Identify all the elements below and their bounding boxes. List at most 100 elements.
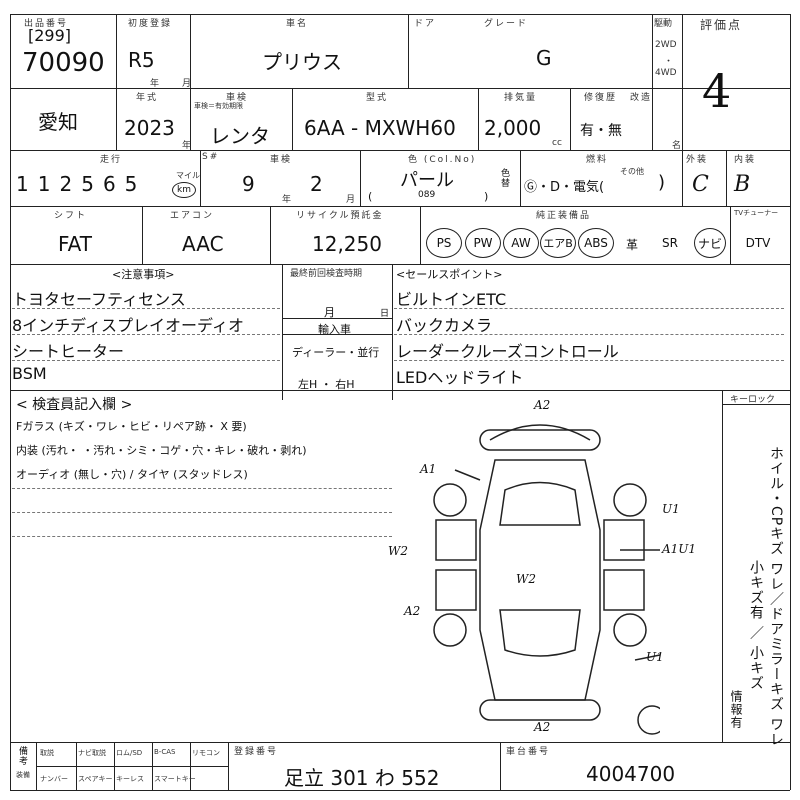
- score-label: 評価点: [700, 18, 743, 32]
- equip-col-label: 取説: [40, 749, 54, 757]
- grid-line: [270, 206, 271, 264]
- lot-label: 出品番号: [24, 19, 69, 29]
- drive-label: 駆動: [654, 19, 673, 29]
- grid-line: [142, 206, 143, 264]
- dashed-line: [12, 334, 280, 335]
- reg-year-unit: 年: [150, 79, 162, 89]
- meter-label: S#: [202, 152, 220, 162]
- chassis-label: 車台番号: [506, 747, 551, 757]
- renovation-label: 改造: [630, 93, 653, 103]
- car-name: プリウス: [262, 50, 342, 74]
- interior-label: 内装: [734, 155, 757, 165]
- exterior-label: 外装: [686, 155, 709, 165]
- fuel-close: ): [658, 172, 666, 193]
- windshield: [499, 481, 581, 526]
- diagram-mark: A1: [420, 462, 437, 476]
- equip-airbag: エアB: [540, 228, 576, 258]
- door-label: ドア: [414, 19, 437, 29]
- dashed-line: [394, 334, 784, 335]
- car-body: [479, 459, 601, 701]
- note-item: BSM: [12, 364, 47, 383]
- mileage-digit: 5: [81, 172, 94, 196]
- recall-month: 2: [310, 172, 323, 196]
- mileage-unit-circle: km: [172, 182, 196, 198]
- recycle-label: リサイクル預託金: [296, 211, 384, 221]
- exterior-value: C: [692, 172, 709, 197]
- mileage-label: 走行: [100, 155, 123, 165]
- grid-line: [282, 264, 283, 400]
- dashed-line: [12, 488, 392, 489]
- equip-sr: SR: [662, 236, 678, 250]
- grade: G: [536, 46, 552, 70]
- grid-line: [790, 14, 791, 790]
- grid-line: [500, 742, 501, 790]
- color-open-paren: (: [368, 190, 373, 203]
- grid-line: [652, 14, 653, 150]
- left-rear-door: [435, 569, 477, 611]
- color-change: 色替: [499, 168, 509, 188]
- key-label: キーロック: [730, 395, 776, 405]
- mileage-digit: 2: [59, 172, 73, 196]
- equip-col-label: ナンバー: [40, 775, 68, 783]
- equip-ps: PS: [426, 228, 462, 258]
- grid-line: [10, 88, 790, 89]
- mileage-digit: 1: [16, 172, 29, 196]
- equip-col-label: B-CAS: [154, 748, 176, 756]
- grid-line: [478, 88, 479, 150]
- inspector-title: < 検査員記入欄 >: [16, 397, 133, 413]
- fuel-options: Ⓖ・D・電気(: [524, 180, 605, 195]
- mileage-digit: 5: [124, 172, 138, 196]
- renovation-unit: 名: [672, 141, 684, 151]
- diagram-mark: A2: [404, 604, 421, 618]
- inspection-label: 車検: [226, 93, 249, 103]
- rear-bumper: [479, 699, 601, 721]
- dashed-line: [12, 308, 280, 309]
- grid-line: [682, 14, 683, 150]
- grid-line: [408, 14, 409, 88]
- grid-line: [10, 206, 790, 207]
- side-note: ホイル・CPキズ ワレ／ドアミラーキズ ワレ: [768, 446, 784, 748]
- grid-line: [520, 150, 521, 206]
- grid-line: [36, 766, 228, 767]
- diagram-mark: W2: [388, 544, 408, 558]
- grid-line: [282, 334, 392, 335]
- grid-line: [116, 14, 117, 150]
- grid-line: [682, 150, 683, 206]
- dashed-line: [12, 360, 280, 361]
- recall-year: 9: [242, 172, 255, 196]
- equip-dtv: DTV: [745, 236, 771, 250]
- reg-label: 初度登録: [128, 19, 173, 29]
- equip-aw: AW: [503, 228, 539, 258]
- import-options: ディーラー・並行: [292, 346, 380, 359]
- reg-year: R5: [128, 48, 155, 72]
- equip-col-label: スペアキー: [78, 775, 113, 783]
- import-label: 輸入車: [318, 323, 351, 336]
- pointer-line: [454, 469, 481, 481]
- recall-label: 車検: [270, 155, 293, 165]
- grid-line: [10, 790, 790, 791]
- inspection-value: レンタ: [210, 124, 270, 148]
- mileage-digit: 6: [102, 172, 116, 196]
- recall-month-unit: 月: [346, 195, 358, 205]
- reg-month-unit: 月: [182, 79, 194, 89]
- grade-label: グレード: [484, 19, 529, 29]
- dashed-line: [394, 360, 784, 361]
- notes-label: <注意事項>: [112, 268, 175, 281]
- grid-line: [10, 390, 790, 391]
- record-label: 最終前回検査時期: [290, 269, 363, 279]
- side-note-3: 情報有: [729, 690, 743, 729]
- year-value: 2023: [124, 116, 175, 140]
- repair-value: 有・無: [580, 123, 622, 139]
- dashed-line: [12, 512, 392, 513]
- front-bumper: [479, 429, 601, 451]
- lot-prefix: [299]: [28, 26, 72, 45]
- diagram-mark: A2: [534, 398, 551, 412]
- car-diagram: [433, 424, 660, 735]
- sales-item: ビルトインETC: [396, 290, 507, 309]
- diagram-mark: A2: [534, 720, 551, 734]
- month-unit: 月: [324, 306, 335, 319]
- grid-line: [420, 206, 421, 264]
- interior-line: 内装 (汚れ・ ・汚れ・シミ・コゲ・穴・キレ・破れ・剥れ): [16, 444, 307, 457]
- wheel-front-left: [433, 483, 467, 517]
- grid-line: [722, 390, 723, 742]
